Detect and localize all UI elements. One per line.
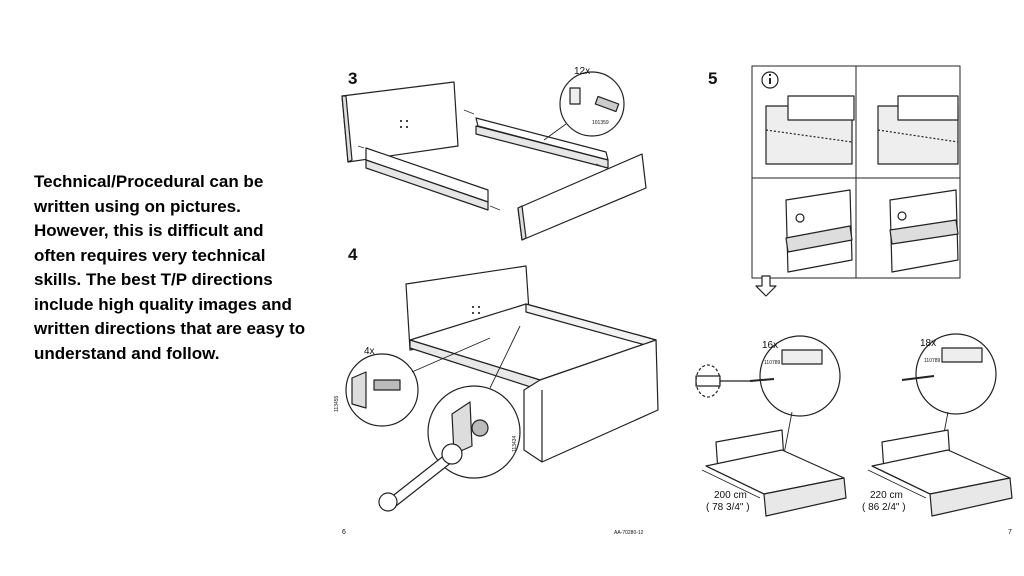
step-4-part-b: 113434 <box>512 435 518 452</box>
step-3-part-number: 101359 <box>592 120 609 126</box>
step-5: 5 16x 110789 <box>695 65 1013 517</box>
text-line: written using on pictures. <box>34 196 241 216</box>
footboard-panel <box>517 153 647 241</box>
down-arrow-icon <box>755 275 777 297</box>
assembly-manual-illustration: 3 12x 101359 4 <box>330 50 1024 550</box>
wrench-icon <box>378 443 463 512</box>
page-number-right: 7 <box>1008 529 1012 536</box>
step-4: 4 4x 113455 113434 <box>334 245 659 512</box>
text-line: understand and follow. <box>34 343 220 363</box>
text-line: skills. The best T/P directions <box>34 270 273 289</box>
step-3-quantity: 12x <box>574 66 590 77</box>
page-number-left: 6 <box>342 529 346 536</box>
width-label-220-in: ( 86 2/4" ) <box>862 502 906 513</box>
text-line: include high quality images and <box>34 294 292 314</box>
screwdriver-icon <box>695 364 750 398</box>
step-4-quantity: 4x <box>364 346 375 357</box>
document-code: AA-70280-12 <box>614 530 644 536</box>
step-4-number: 4 <box>348 245 358 264</box>
step-4-part-a: 113455 <box>334 395 340 412</box>
text-line: written directions that are easy to <box>34 319 306 338</box>
width-label-200-cm: 200 cm <box>714 490 747 501</box>
step-3: 3 12x 101359 <box>341 66 647 241</box>
step-5-left-quantity: 16x <box>762 340 778 351</box>
step-5-left-part: 110789 <box>764 360 781 366</box>
step-5-right-part: 110789 <box>924 358 941 364</box>
step-5-right-quantity: 18x <box>920 338 936 349</box>
side-rail-lower <box>365 147 489 203</box>
width-label-220-cm: 220 cm <box>870 490 903 501</box>
slide-body-text: Technical/Procedural can be written usin… <box>34 170 344 366</box>
text-line: However, this is difficult and <box>34 221 264 240</box>
text-line: often requires very technical <box>34 245 266 265</box>
step-3-number: 3 <box>348 69 357 88</box>
width-label-200-in: ( 78 3/4" ) <box>706 502 750 513</box>
text-line: Technical/Procedural can be <box>34 172 264 191</box>
info-icon <box>761 71 779 89</box>
step-5-number: 5 <box>708 69 717 88</box>
